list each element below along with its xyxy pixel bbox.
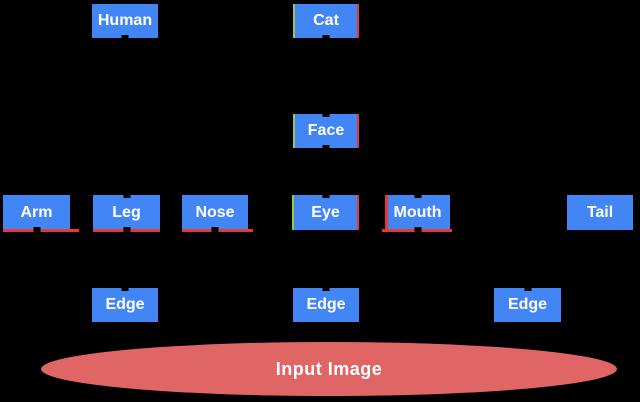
connector-stub xyxy=(123,194,130,198)
node-nose: Nose xyxy=(182,195,253,232)
node-edge-center-label: Edge xyxy=(306,296,346,313)
connector-stub xyxy=(322,145,330,150)
node-cat: Cat xyxy=(293,4,359,40)
node-eye: Eye xyxy=(292,194,359,230)
connector-stub xyxy=(121,35,129,40)
red-edge-segment xyxy=(357,195,359,230)
connector-stub xyxy=(322,287,330,291)
node-leg-label: Leg xyxy=(112,203,141,221)
node-mouth-label: Mouth xyxy=(393,203,442,221)
node-human-label: Human xyxy=(97,12,153,29)
connector-stub xyxy=(322,194,329,198)
node-face-label: Face xyxy=(307,122,345,139)
node-arm-label: Arm xyxy=(20,203,53,221)
node-cat-label: Cat xyxy=(313,12,339,29)
node-edge-right-label: Edge xyxy=(507,296,548,313)
connector-stub xyxy=(121,287,129,291)
red-edge-segment xyxy=(385,195,388,230)
node-edge-right: Edge xyxy=(494,287,561,322)
green-edge-segment xyxy=(292,195,294,230)
connector-stub xyxy=(322,113,330,117)
red-edge-segment xyxy=(3,229,79,232)
node-leg: Leg xyxy=(93,194,160,232)
green-edge-segment xyxy=(293,4,295,38)
connector-stub xyxy=(33,227,40,232)
input-image-ellipse: Input Image xyxy=(41,342,617,396)
node-edge-center: Edge xyxy=(293,287,359,322)
red-edge-segment xyxy=(357,114,359,148)
red-edge-segment xyxy=(357,4,359,38)
connector-stub xyxy=(322,35,330,40)
connector-stub xyxy=(211,227,219,232)
input-image-label: Input Image xyxy=(275,359,383,379)
connector-stub xyxy=(123,227,130,232)
node-edge-left-label: Edge xyxy=(105,296,145,313)
connector-stub xyxy=(524,287,531,291)
node-face: Face xyxy=(293,113,359,150)
node-eye-label: Eye xyxy=(311,203,340,221)
node-edge-left: Edge xyxy=(92,287,158,322)
node-tail: Tail xyxy=(567,195,633,230)
node-human: Human xyxy=(92,4,158,40)
node-arm: Arm xyxy=(3,195,79,232)
node-tail-label: Tail xyxy=(586,203,614,221)
green-edge-segment xyxy=(293,114,295,148)
connector-stub xyxy=(414,227,421,232)
node-mouth: Mouth xyxy=(382,194,452,232)
node-nose-label: Nose xyxy=(195,203,235,221)
connector-stub xyxy=(414,194,421,198)
